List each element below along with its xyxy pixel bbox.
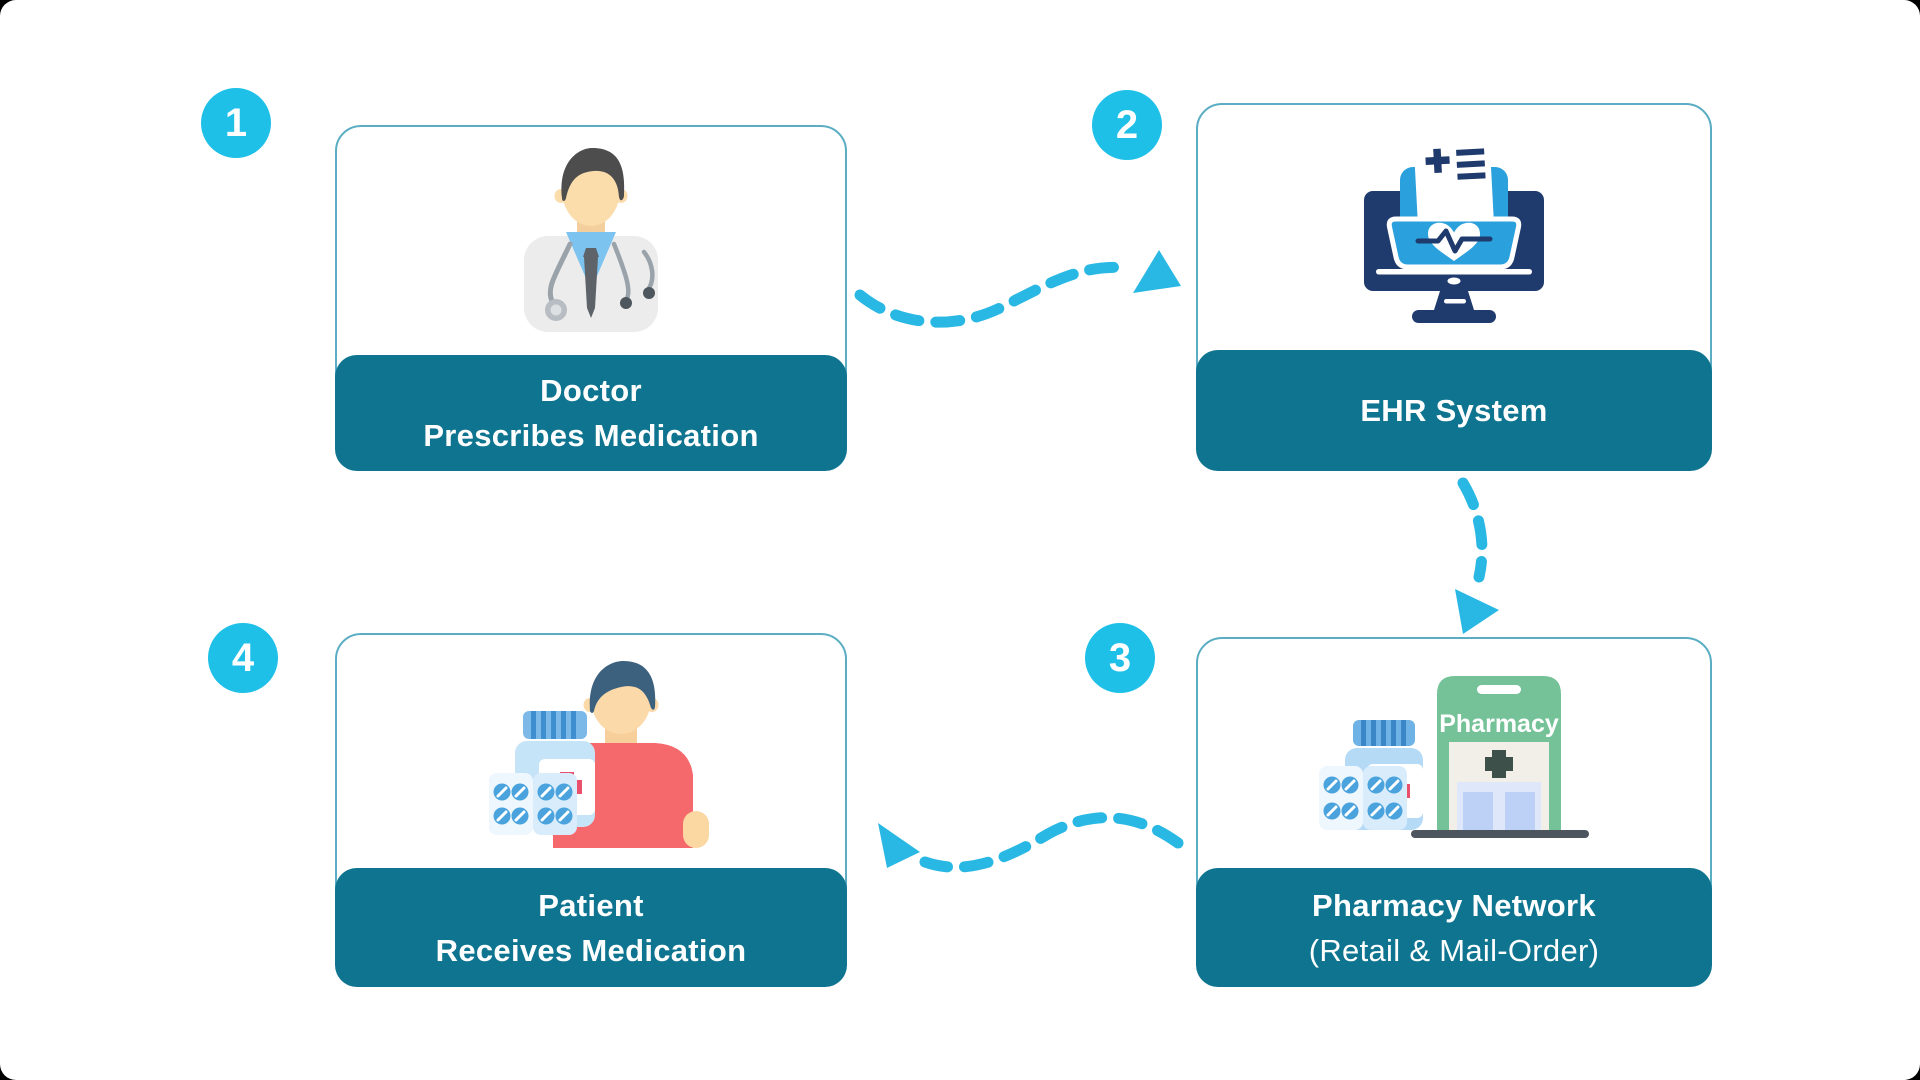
step-3-card-body: Pharmacy xyxy=(1196,637,1712,987)
arrow-step3-to-step4 xyxy=(878,812,1184,873)
arrow-step1-to-step2 xyxy=(854,250,1181,328)
step-2-badge: 2 xyxy=(1092,90,1162,160)
arrow-step2-to-step3 xyxy=(1455,477,1499,634)
step-1-label-line2: Prescribes Medication xyxy=(423,418,759,453)
step-2-label: EHR System xyxy=(1196,350,1712,471)
ehr-system-icon xyxy=(1364,136,1544,323)
step-3-label: Pharmacy Network (Retail & Mail-Order) xyxy=(1196,868,1712,987)
step-2-card: EHR System xyxy=(1196,103,1712,471)
step-4-label-line1: Patient xyxy=(538,887,644,923)
step-1-card: Doctor Prescribes Medication xyxy=(335,125,847,471)
step-1-badge: 1 xyxy=(201,88,271,158)
step-3-label-line2: (Retail & Mail-Order) xyxy=(1308,932,1600,968)
step-1-label: Doctor Prescribes Medication xyxy=(335,355,847,471)
step-2-card-body: EHR System xyxy=(1196,103,1712,471)
step-2-label-line1: EHR System xyxy=(1360,393,1548,428)
step-1-label-line1: Doctor xyxy=(540,373,642,408)
step-3-label-line1: Pharmacy Network xyxy=(1312,887,1596,923)
pharmacy-store-icon: Pharmacy xyxy=(1319,675,1589,838)
doctor-icon xyxy=(524,148,658,332)
step-3-badge: 3 xyxy=(1085,623,1155,693)
step-1-card-body: Doctor Prescribes Medication xyxy=(335,125,847,471)
step-4-badge: 4 xyxy=(208,623,278,693)
step-4-card-body: Patient Receives Medication xyxy=(335,633,847,987)
step-4-label-line2: Receives Medication xyxy=(435,932,747,968)
step-3-card: Pharmacy xyxy=(1196,637,1712,987)
patient-icon xyxy=(489,661,709,848)
step-4-card: Patient Receives Medication xyxy=(335,633,847,987)
pharmacy-sign-text: Pharmacy xyxy=(1439,710,1559,738)
step-4-label: Patient Receives Medication xyxy=(335,868,847,987)
